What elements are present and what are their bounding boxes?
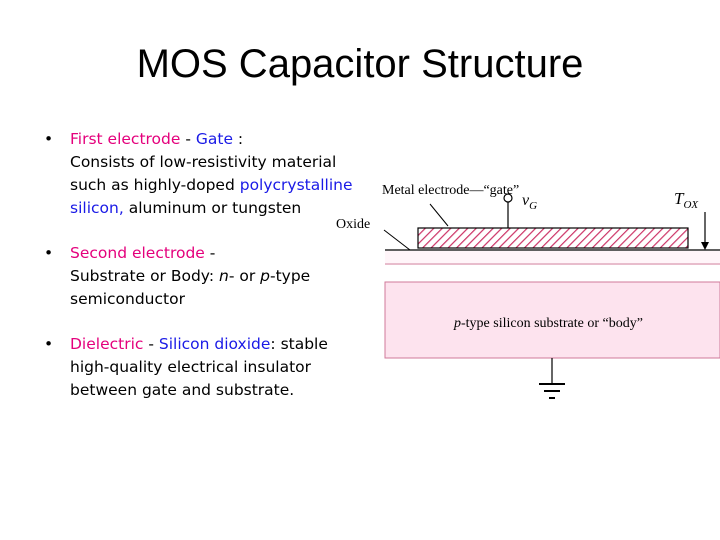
vg-label: vG [522, 192, 537, 212]
term-first-electrode: First electrode [70, 130, 181, 148]
bullet-first-electrode: • First electrode - Gate : Consists of l… [44, 128, 354, 220]
gate-description: Consists of low-resistivity material suc… [70, 153, 337, 194]
substrate-or: - or [228, 267, 261, 285]
substrate-body [384, 281, 720, 359]
gate-terminal [503, 193, 513, 203]
metal-label-leader [429, 203, 449, 227]
term-silicon-dioxide: Silicon dioxide [158, 335, 271, 353]
bullet-list: • First electrode - Gate : Consists of l… [44, 128, 354, 424]
substrate-p-letter: p [453, 316, 461, 331]
bullet-marker: • [44, 335, 54, 353]
oxide-layer [385, 251, 720, 263]
substrate-label-text: -type silicon substrate or “body” [461, 316, 643, 331]
substrate-description-end: -type semiconductor [70, 267, 311, 308]
substrate-label: p-type silicon substrate or “body” [453, 316, 643, 331]
dielectric-description: stable high-quality electrical insulator… [70, 335, 328, 399]
separator: - [204, 244, 216, 262]
p-type-letter: p [260, 267, 270, 285]
slide-title: MOS Capacitor Structure [136, 42, 584, 86]
bullet-marker: • [44, 244, 54, 262]
bullet-second-electrode: • Second electrode - Substrate or Body: … [44, 242, 354, 311]
term-dielectric: Dielectric [70, 335, 144, 353]
colon: : [233, 130, 244, 148]
bullet-dielectric: • Dielectric - Silicon dioxide: stable h… [44, 333, 354, 402]
term-second-electrode: Second electrode [70, 244, 205, 262]
gate-description-end: aluminum or tungsten [123, 199, 302, 217]
gate-electrode [417, 227, 689, 249]
tox-subscript: OX [683, 199, 699, 211]
bullet-marker: • [44, 130, 54, 148]
oxide-label: Oxide [336, 217, 370, 232]
term-gate: Gate [195, 130, 233, 148]
substrate-description: Substrate or Body: [70, 267, 219, 285]
n-type-letter: n [219, 267, 229, 285]
vg-subscript: G [529, 200, 537, 212]
oxide-label-leader [383, 229, 411, 251]
tox-symbol: T [674, 189, 685, 208]
tox-label: TOX [674, 189, 699, 211]
separator: - [143, 335, 159, 353]
metal-electrode-label: Metal electrode—“gate” [382, 183, 519, 198]
colon: : [270, 335, 276, 353]
mos-capacitor-diagram: Metal electrode—“gate” Oxide vG TOX p-ty… [336, 183, 720, 399]
vg-symbol: v [522, 192, 530, 209]
gate-material-highlight: polycrystalline silicon, [70, 176, 353, 217]
separator: - [180, 130, 196, 148]
tox-arrow-down-head [701, 242, 709, 250]
